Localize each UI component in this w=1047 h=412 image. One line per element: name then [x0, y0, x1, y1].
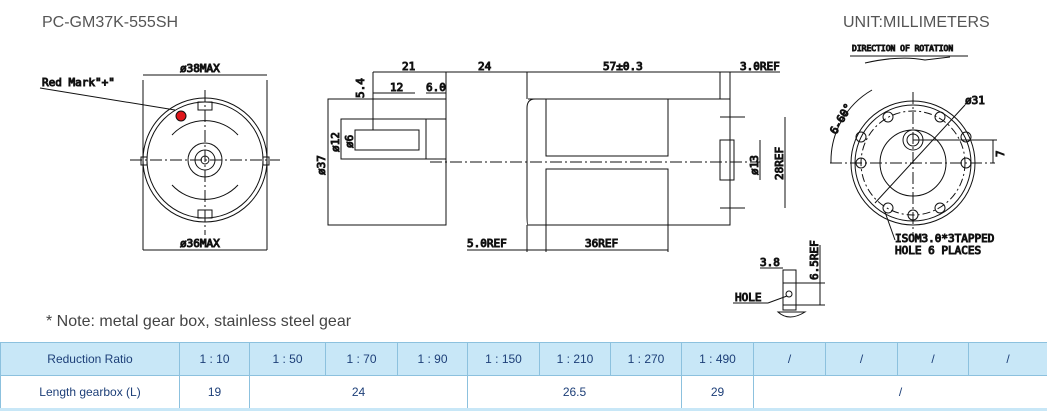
table-row-ratio: Reduction Ratio 1 : 10 1 : 50 1 : 70 1 :…	[0, 342, 1047, 376]
dim-3ref: 3.0REF	[740, 60, 780, 73]
length-cell: 29	[681, 375, 754, 410]
length-cell: /	[753, 375, 1047, 410]
ratio-cell: /	[968, 342, 1047, 376]
length-cell: 24	[249, 375, 468, 410]
dim-5ref: 5.0REF	[467, 237, 507, 250]
dim-28ref: 28REF	[773, 147, 786, 180]
spec-table: Reduction Ratio 1 : 10 1 : 50 1 : 70 1 :…	[0, 342, 1047, 411]
ratio-cell: 1 : 210	[539, 342, 611, 376]
dim-5-4: 5.4	[354, 78, 367, 98]
length-cell: 19	[179, 375, 250, 410]
row-label: Length gearbox (L)	[0, 375, 180, 410]
dim-57: 57±0.3	[603, 60, 643, 73]
tapped-label-1: ISOM3.0*3TAPPED	[895, 232, 994, 245]
dim-6-60: 6-60°	[827, 101, 855, 136]
ratio-cell: 1 : 90	[397, 342, 468, 376]
dim-6: 6.0	[426, 81, 446, 94]
dim-24: 24	[478, 60, 492, 73]
ratio-cell: /	[825, 342, 898, 376]
dim-3-8: 3.8	[760, 256, 780, 269]
dim-7: 7	[994, 150, 1007, 157]
ratio-cell: 1 : 150	[467, 342, 540, 376]
red-mark-dot	[175, 110, 187, 122]
rotation-label: DIRECTION OF ROTATION	[852, 44, 953, 53]
dim-6-5ref: 6.5REF	[808, 240, 821, 280]
model-title: PC-GM37K-555SH	[42, 14, 179, 31]
ratio-cell: 1 : 10	[179, 342, 250, 376]
ratio-cell: 1 : 270	[610, 342, 682, 376]
ratio-cell: 1 : 490	[681, 342, 754, 376]
dim-21: 21	[402, 60, 415, 73]
note-text: * Note: metal gear box, stainless steel …	[46, 313, 352, 330]
ratio-cell: /	[897, 342, 969, 376]
length-cell: 26.5	[467, 375, 682, 410]
table-row-length: Length gearbox (L) 19 24 26.5 29 /	[0, 375, 1047, 410]
row-label: Reduction Ratio	[0, 342, 180, 376]
ratio-cell: 1 : 50	[249, 342, 326, 376]
dim-dia12: ø12	[329, 132, 342, 152]
tapped-label-2: HOLE 6 PLACES	[895, 244, 981, 257]
terminal-detail	[733, 245, 825, 318]
ratio-cell: /	[753, 342, 826, 376]
unit-label: UNIT:MILLIMETERS	[843, 14, 990, 31]
side-view	[327, 71, 786, 252]
dim-12: 12	[390, 81, 403, 94]
dim-dia6: ø6	[343, 135, 356, 148]
red-mark-label: Red Mark"+"	[42, 76, 115, 89]
dim-36ref: 36REF	[585, 237, 618, 250]
end-view	[830, 55, 997, 241]
ratio-cell: 1 : 70	[325, 342, 398, 376]
technical-drawing: ø38MAX ø36MAX Red Mark"+" 21 24 57±0.3 3…	[39, 44, 1008, 318]
dim-dia31: ø31	[965, 94, 985, 107]
dim-38max: ø38MAX	[180, 62, 220, 75]
dim-36max: ø36MAX	[180, 237, 220, 250]
hole-label: HOLE	[735, 291, 762, 304]
front-view	[39, 74, 280, 251]
dim-dia13: ø13	[748, 155, 761, 175]
dim-dia37: ø37	[315, 155, 328, 175]
